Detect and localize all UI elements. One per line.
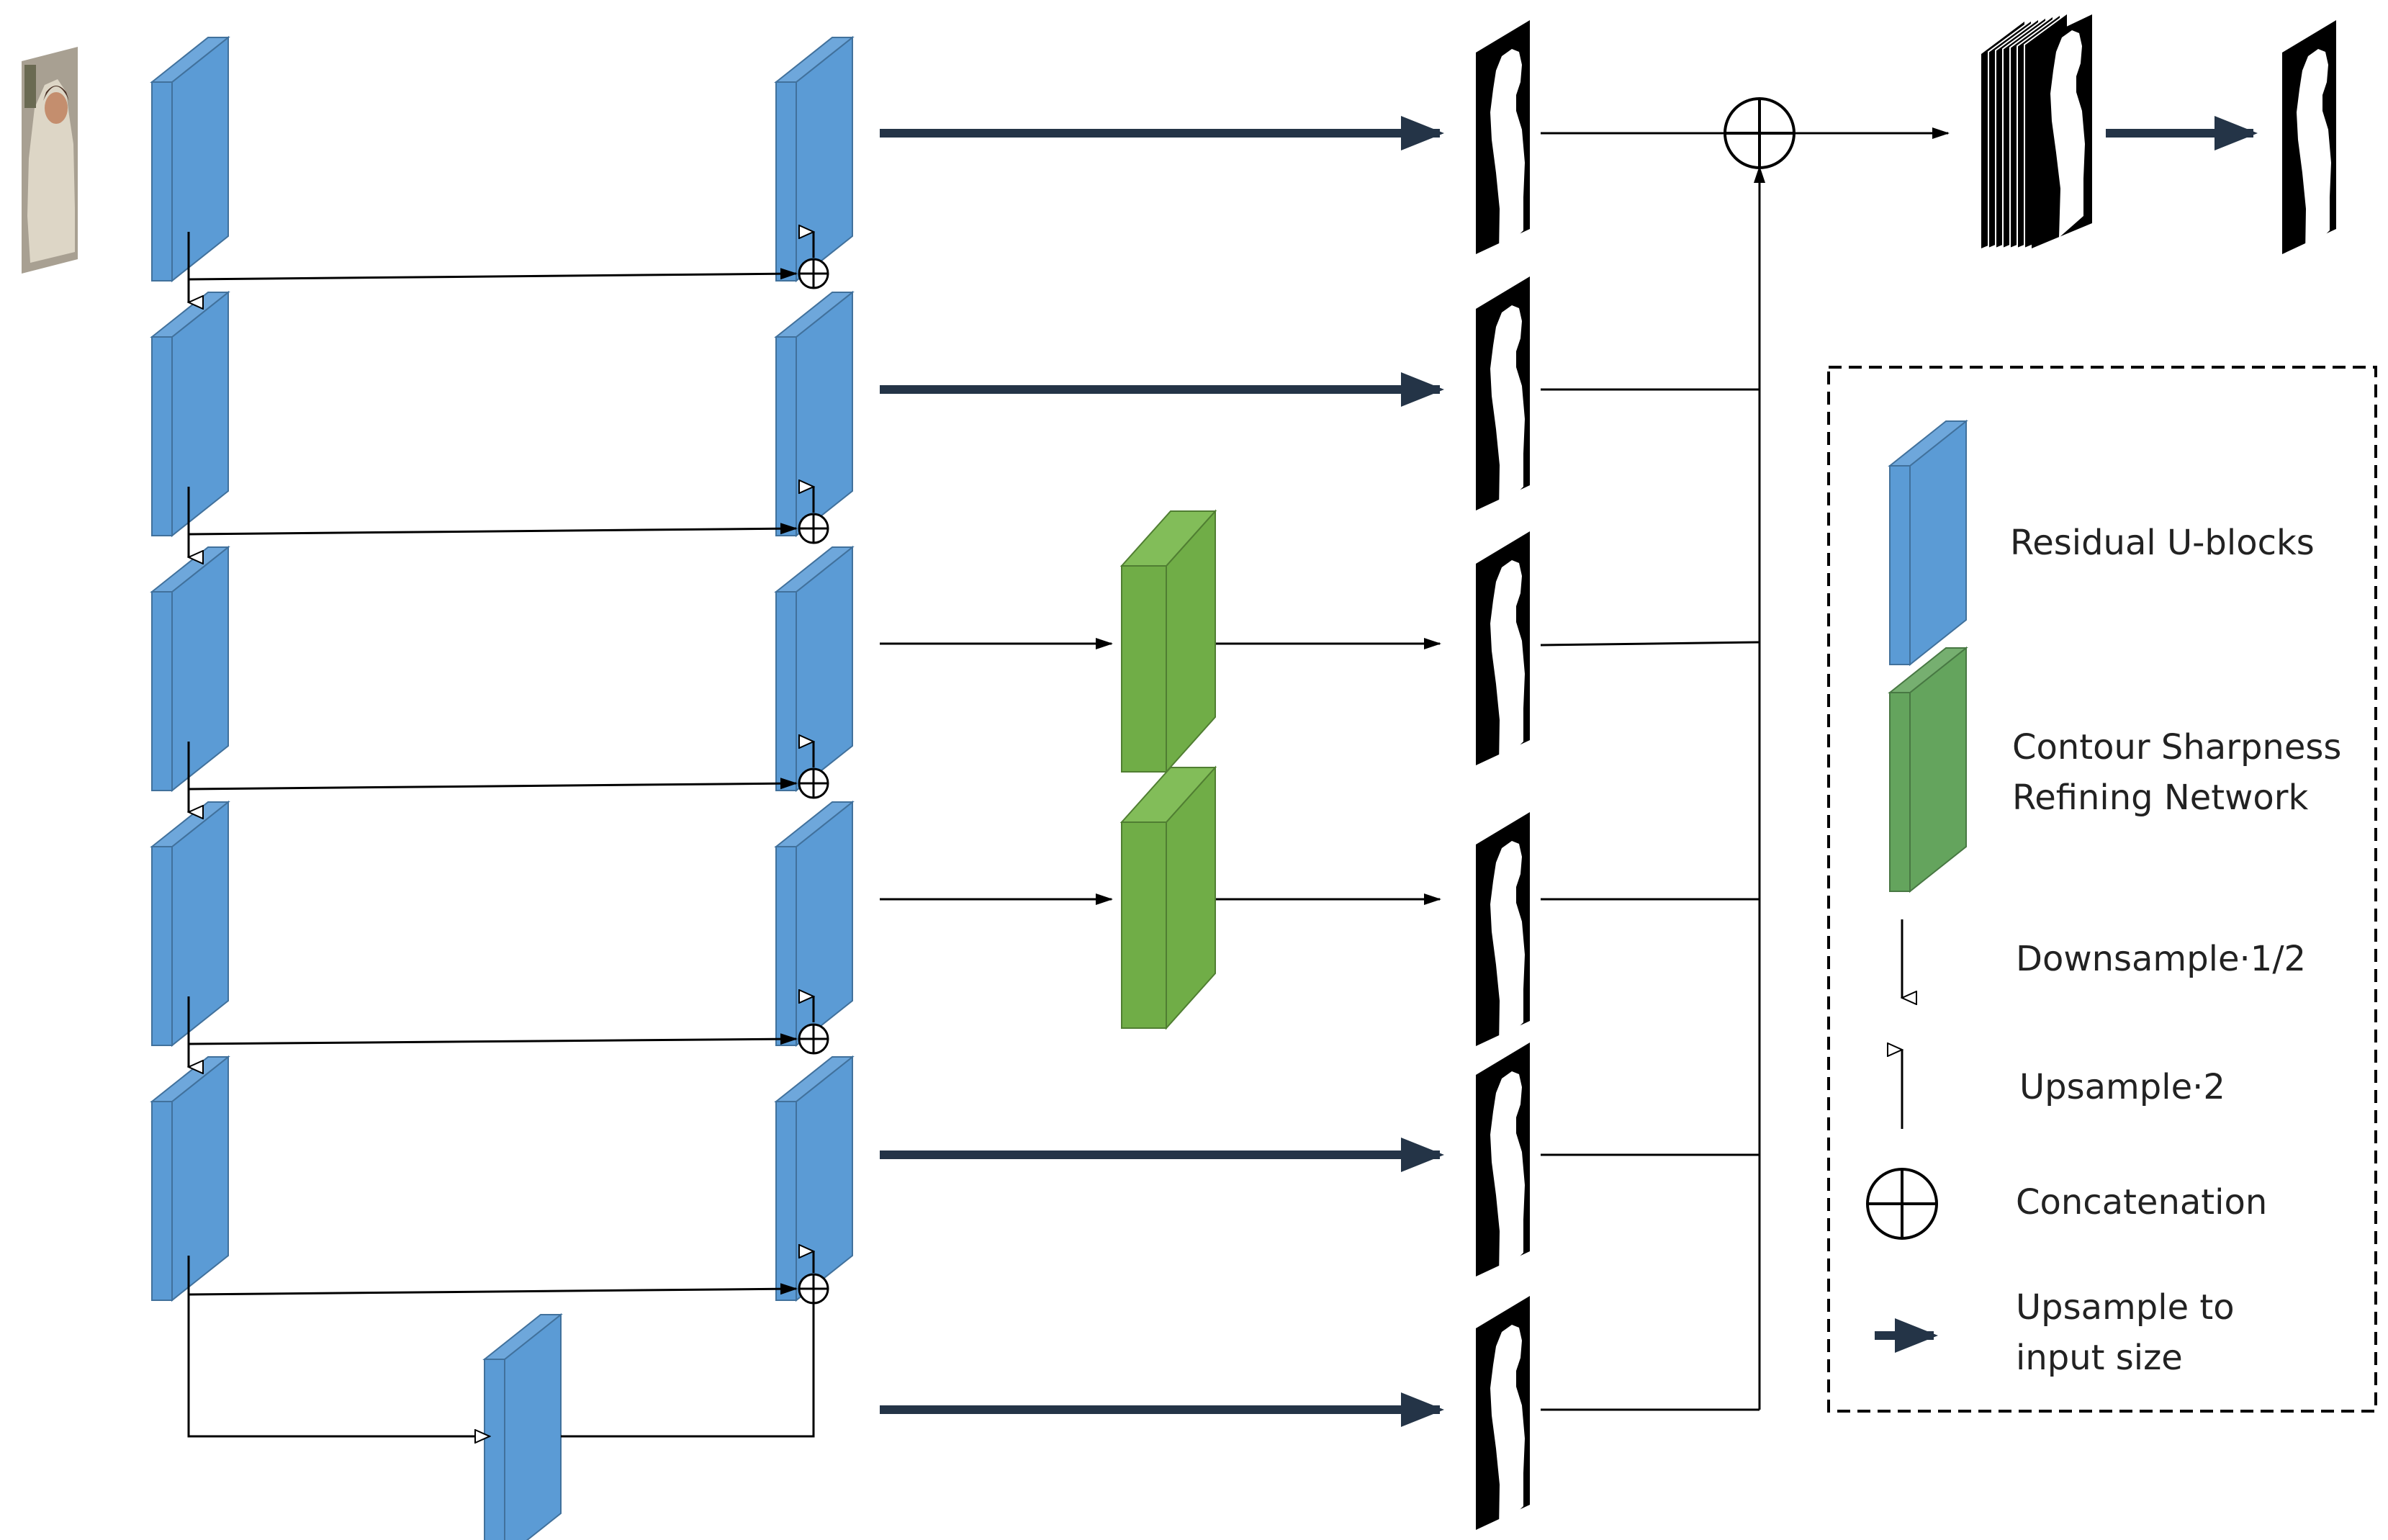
- legend: Residual U-blocks Contour Sharpness Refi…: [1827, 366, 2377, 1413]
- legend-upsample: Upsample·2: [2019, 1067, 2225, 1107]
- concatenated-mask-stack: [1981, 12, 2092, 250]
- plus-circle-icon: [1866, 1168, 1938, 1240]
- fusion-lines: [1540, 127, 1950, 1411]
- side-output-mask-3: [1476, 531, 1530, 765]
- legend-concatenation: Concatenation: [2016, 1182, 2267, 1222]
- csrn-arrows: [880, 638, 1441, 905]
- legend-upsample-to-line1: Upsample to: [2016, 1287, 2235, 1328]
- plus-circle-icon: [1724, 97, 1795, 169]
- legend-csrn-line2: Refining Network: [2012, 778, 2308, 818]
- plus-circle-icon: [798, 513, 829, 544]
- plus-circle-icon: [798, 1023, 829, 1055]
- plus-circle-icon: [798, 1273, 829, 1305]
- skip-connections: [187, 268, 815, 1436]
- side-output-mask-4: [1476, 812, 1530, 1046]
- side-output-mask-1: [1476, 20, 1530, 254]
- side-output-mask-6: [1476, 1296, 1530, 1530]
- legend-residual-block-icon: [1889, 420, 1967, 665]
- encoder-block-3: [151, 546, 229, 791]
- csrn-block-1: [1121, 510, 1216, 773]
- legend-downsample: Downsample·1/2: [2016, 939, 2306, 979]
- plus-circle-icon: [798, 767, 829, 799]
- legend-upsample-to-line2: input size: [2016, 1338, 2183, 1378]
- encoder-block-2: [151, 292, 229, 536]
- final-output-mask: [2282, 20, 2336, 254]
- input-portrait-photo: [22, 47, 78, 274]
- thick-upsample-arrows: [880, 116, 2258, 1427]
- plus-circle-icon: [798, 258, 829, 289]
- csrn-block-2: [1121, 767, 1216, 1029]
- side-output-mask-2: [1476, 276, 1530, 510]
- legend-border: [1827, 366, 2377, 1413]
- legend-csrn-line1: Contour Sharpness: [2012, 727, 2341, 767]
- encoder-block-4: [151, 801, 229, 1046]
- side-output-mask-5: [1476, 1043, 1530, 1276]
- encoder-block-5: [151, 1056, 229, 1301]
- concat-circles: [798, 258, 829, 1305]
- legend-csrn-block-icon: [1889, 647, 1967, 892]
- legend-residual-ublocks: Residual U-blocks: [2010, 523, 2315, 563]
- encoder-block-1: [151, 37, 229, 282]
- bottleneck-block: [484, 1314, 562, 1540]
